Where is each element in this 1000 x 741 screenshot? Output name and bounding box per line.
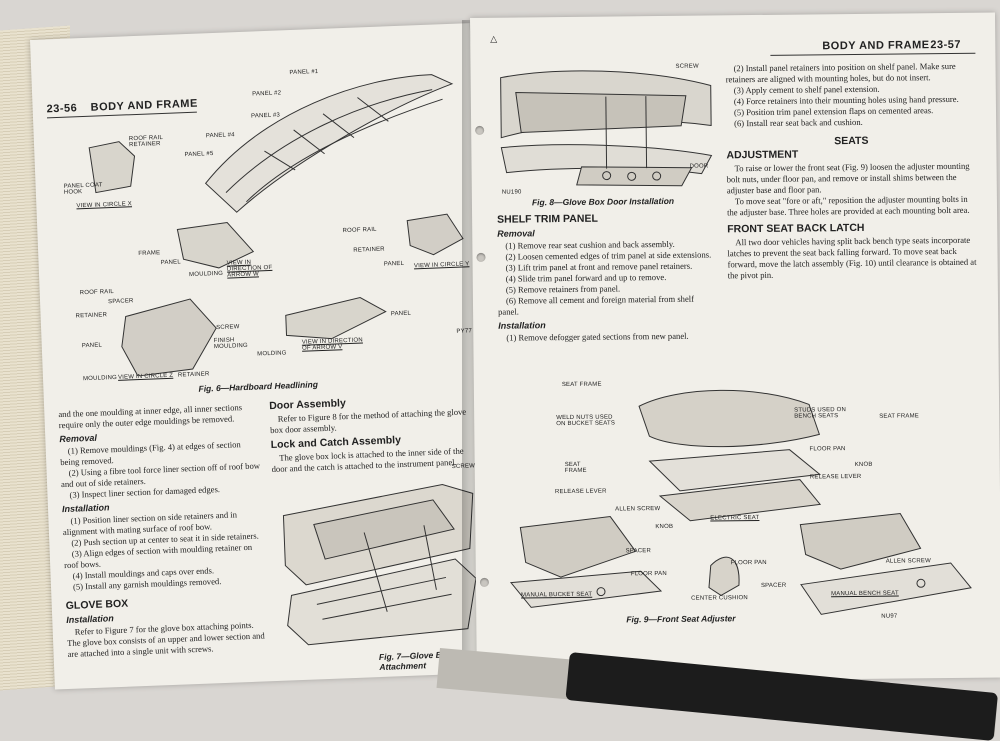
left-column-2: Door Assembly Refer to Figure 8 for the … <box>269 391 477 475</box>
fig9-knob-a: KNOB <box>655 523 674 531</box>
label-screw-b: SCREW <box>216 324 240 332</box>
fig9-weld-nuts: WELD NUTS USED ON BUCKET SEATS <box>556 414 616 428</box>
front-seat-adjuster-illustration <box>509 389 972 615</box>
label-panel-3: PANEL #3 <box>250 112 281 120</box>
label-panel-a: PANEL <box>160 259 181 267</box>
fig9-spacer-b: SPACER <box>760 582 787 589</box>
label-panel-d: PANEL <box>383 260 405 268</box>
fig8-code: NU190 <box>501 189 522 196</box>
fig9-release-lever-b: RELEASE LEVER <box>809 473 862 481</box>
label-spacer-b: SPACER <box>108 298 134 306</box>
figure-8-caption: Fig. 8—Glove Box Door Installation <box>531 195 675 208</box>
shelf-installation-heading: Installation <box>498 320 546 331</box>
right-page-header: BODY AND FRAME <box>822 39 930 53</box>
glove-box-attachment-illustration <box>282 483 477 646</box>
header-rule-right <box>770 52 976 56</box>
fig9-electric-seat: ELECTRIC SEAT <box>710 514 760 522</box>
fig9-knob-b: KNOB <box>854 461 873 468</box>
binder-hole <box>476 252 486 262</box>
binder-hole <box>479 577 489 587</box>
right-page: △ BODY AND FRAME 23-57 SCREW DOOR NU190 … <box>470 12 1000 683</box>
label-frame: FRAME <box>138 250 161 257</box>
glove-installation-text: Refer to Figure 7 for the glove box atta… <box>66 619 265 660</box>
figure-6-caption: Fig. 6—Hardboard Headlining <box>198 379 319 394</box>
glove-box-door-illustration <box>500 70 713 187</box>
shelf-trim-column: SHELF TRIM PANEL Removal (1) Remove rear… <box>497 210 713 343</box>
adjustment-paragraph-1: To raise or lower the front seat (Fig. 9… <box>726 160 970 196</box>
label-moulding-a: MOULDING <box>189 270 224 279</box>
shelf-trim-heading: SHELF TRIM PANEL <box>497 212 598 226</box>
page-triangle-mark: △ <box>490 33 498 44</box>
label-panel-2: PANEL #2 <box>252 90 282 98</box>
adjustment-paragraph-2: To move seat "fore or aft," reposition t… <box>726 193 970 218</box>
right-page-number: 23-57 <box>930 38 962 52</box>
label-finish-moulding: FINISH MOULDING <box>213 337 248 351</box>
label-panel-1: PANEL #1 <box>289 68 319 77</box>
adjustment-heading: ADJUSTMENT <box>726 148 799 162</box>
fig9-floor-pan-a: FLOOR PAN <box>809 446 846 453</box>
fig9-code: NU97 <box>881 613 898 620</box>
fig9-release-lever-a: RELEASE LEVER <box>554 488 607 496</box>
shelf-removal-step-6: (6) Remove all cement and foreign materi… <box>498 293 695 317</box>
binder-hole <box>475 125 485 135</box>
left-column-1: and the one moulding at inner edge, all … <box>58 402 267 660</box>
label-view-arrow-w: VIEW IN DIRECTION OF ARROW W <box>226 259 273 279</box>
fig9-seat-frame-c: SEAT FRAME <box>564 461 587 475</box>
hardboard-headlining-illustration <box>88 74 464 377</box>
label-panel-e: PANEL <box>390 310 412 318</box>
label-retainer-c: RETAINER <box>177 371 210 379</box>
seats-column: (2) Install panel retainers into positio… <box>725 61 977 282</box>
fig8-door-label: DOOR <box>689 163 709 170</box>
label-moulding-b: MOULDING <box>82 374 118 383</box>
latch-paragraph: All two door vehicles having split back … <box>727 234 977 281</box>
fig9-center-cushion: CENTER CUSHION <box>691 595 748 602</box>
shelf-removal-heading: Removal <box>497 228 535 239</box>
left-page: 23-56 BODY AND FRAME PANEL #1 PANEL #2 P… <box>30 23 495 690</box>
label-roof-rail-retainer: ROOF RAIL RETAINER <box>128 134 163 149</box>
fig8-screw-label: SCREW <box>675 63 699 70</box>
label-panel-5: PANEL #5 <box>184 151 214 159</box>
fig9-spacer-a: SPACER <box>625 548 652 555</box>
label-panel-coat-hook: PANEL COAT HOOK <box>63 182 103 196</box>
fig9-manual-bench: MANUAL BENCH SEAT <box>831 590 899 598</box>
fig9-seat-frame-b: SEAT FRAME <box>879 413 920 420</box>
label-view-circle-z: VIEW IN CIRCLE Z <box>117 372 174 381</box>
fig9-allen-screw-a: ALLEN SCREW <box>615 506 661 513</box>
fig9-manual-bucket: MANUAL BUCKET SEAT <box>521 591 593 599</box>
label-retainer-b: RETAINER <box>75 312 108 320</box>
shelf-installation-step-1: (1) Remove defogger gated sections from … <box>506 330 689 343</box>
fig9-allen-screw-b: ALLEN SCREW <box>885 558 931 565</box>
label-panel-b: PANEL <box>81 342 103 350</box>
fig9-studs: STUDS USED ON BENCH SEATS <box>794 407 847 420</box>
fig9-floor-pan-c: FLOOR PAN <box>630 570 667 578</box>
fig9-seat-frame-a: SEAT FRAME <box>561 381 602 389</box>
figure-9-caption: Fig. 9—Front Seat Adjuster <box>626 613 736 625</box>
install-step-2: (2) Install panel retainers into positio… <box>725 60 956 85</box>
label-panel-4: PANEL #4 <box>205 132 235 140</box>
install-step-6: (6) Install rear seat back and cushion. <box>734 116 863 129</box>
label-retainer-d: RETAINER <box>353 246 385 254</box>
fig9-floor-pan-b: FLOOR PAN <box>730 559 767 567</box>
front-seat-back-latch-heading: FRONT SEAT BACK LATCH <box>727 221 865 236</box>
label-molding-e: MOLDING <box>257 350 287 358</box>
seats-heading: SEATS <box>834 134 869 148</box>
